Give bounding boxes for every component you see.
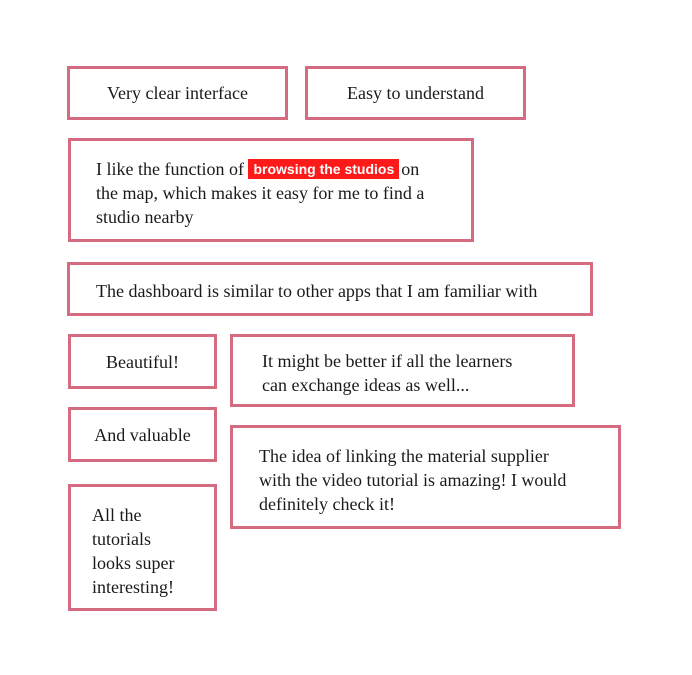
note-text: I like the function of xyxy=(96,159,244,179)
note-text: Beautiful! xyxy=(106,351,179,372)
note-text: Very clear interface xyxy=(107,83,248,103)
note-line: tutorials xyxy=(92,529,151,549)
note-line: can exchange ideas as well... xyxy=(262,375,470,395)
note-line: All the xyxy=(92,505,142,525)
feedback-note-easy-to-understand: Easy to understand xyxy=(305,66,526,120)
note-line: The idea of linking the material supplie… xyxy=(259,446,549,466)
note-line: looks super xyxy=(92,553,175,573)
note-text: Easy to understand xyxy=(347,83,484,103)
note-line: studio nearby xyxy=(96,207,194,227)
note-line: I like the function of browsing the stud… xyxy=(96,157,424,181)
feedback-note-dashboard-familiar: The dashboard is similar to other apps t… xyxy=(67,262,593,316)
note-text: on xyxy=(401,159,420,179)
highlight-tag: browsing the studios xyxy=(248,159,400,179)
note-line: It might be better if all the learners xyxy=(262,351,513,371)
note-text: The dashboard is similar to other apps t… xyxy=(96,281,538,301)
note-line: with the video tutorial is amazing! I wo… xyxy=(259,470,567,490)
feedback-note-valuable: And valuable xyxy=(68,407,217,462)
note-line: definitely check it! xyxy=(259,494,395,514)
note-line: the map, which makes it easy for me to f… xyxy=(96,183,425,203)
feedback-note-tutorials-interesting: All the tutorials looks super interestin… xyxy=(68,484,217,611)
note-text: And valuable xyxy=(94,424,191,445)
feedback-note-beautiful: Beautiful! xyxy=(68,334,217,389)
feedback-note-exchange-ideas: It might be better if all the learners c… xyxy=(230,334,575,407)
feedback-note-browsing-studios: I like the function of browsing the stud… xyxy=(68,138,474,242)
feedback-note-material-supplier: The idea of linking the material supplie… xyxy=(230,425,621,529)
feedback-note-clear-interface: Very clear interface xyxy=(67,66,288,120)
note-line: interesting! xyxy=(92,577,174,597)
